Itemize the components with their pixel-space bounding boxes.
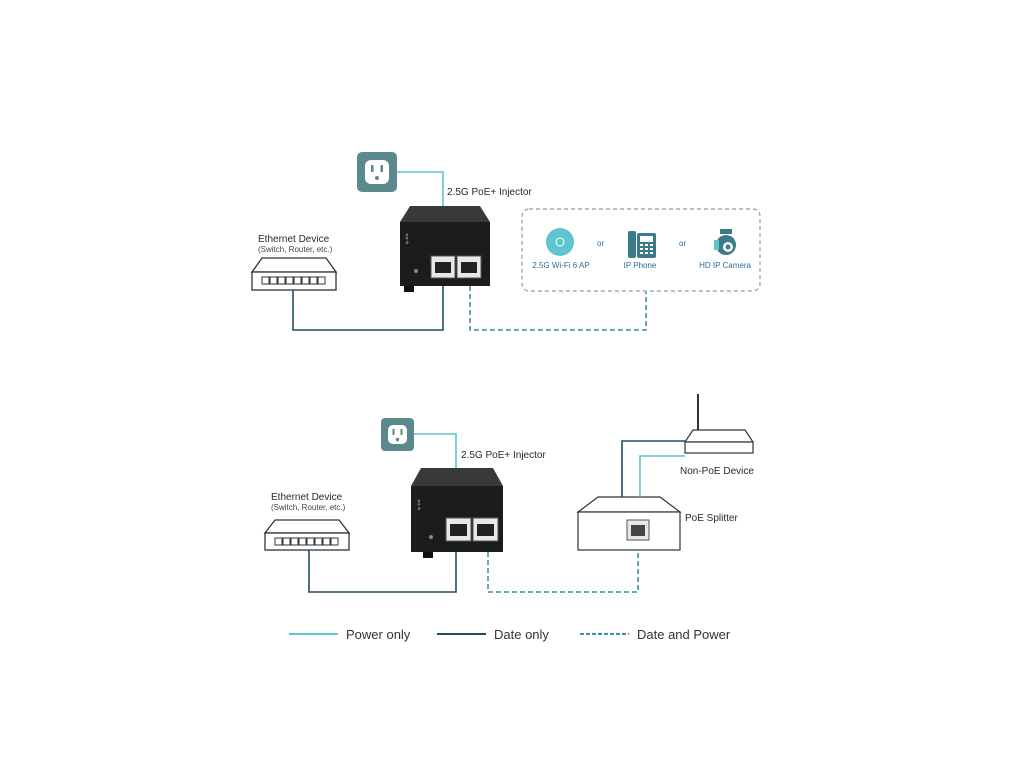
device-label-ap: 2.5G Wi-Fi 6 AP xyxy=(532,261,590,270)
ip-camera-icon xyxy=(714,229,736,255)
svg-text:tp-link: tp-link xyxy=(416,499,421,510)
ethernet-device-subtitle: (Switch, Router, etc.) xyxy=(258,245,333,254)
data-line xyxy=(292,286,444,331)
power-line xyxy=(414,433,457,472)
power-outlet-icon xyxy=(381,418,414,451)
injector-label: 2.5G PoE+ Injector xyxy=(461,450,546,461)
data-power-line xyxy=(487,550,639,593)
ethernet-switch xyxy=(263,519,351,551)
ethernet-device-title: Ethernet Device xyxy=(258,234,330,245)
ip-phone-icon xyxy=(628,231,656,258)
non-poe-device xyxy=(683,394,755,454)
poe-injector: tp-link xyxy=(411,468,503,558)
legend-power-label: Power only xyxy=(346,627,411,642)
device-label-phone: IP Phone xyxy=(623,261,657,270)
injector-label: 2.5G PoE+ Injector xyxy=(447,187,532,198)
data-power-line xyxy=(469,286,647,331)
poe-splitter xyxy=(576,496,682,551)
legend-data-power-label: Date and Power xyxy=(637,627,731,642)
power-outlet-icon xyxy=(357,152,397,192)
non-poe-device-label: Non-PoE Device xyxy=(680,466,754,477)
or-label: or xyxy=(597,239,605,248)
poe-devices-box xyxy=(521,208,761,292)
ethernet-switch xyxy=(250,257,338,291)
poe-splitter-label: PoE Splitter xyxy=(685,513,738,524)
access-point-icon xyxy=(546,228,574,256)
ethernet-device-subtitle: (Switch, Router, etc.) xyxy=(271,503,346,512)
poe-injector: tp-link xyxy=(400,206,490,292)
power-line xyxy=(397,171,444,210)
data-line xyxy=(308,550,457,593)
legend-data-label: Date only xyxy=(494,627,549,642)
device-label-camera: HD IP Camera xyxy=(699,261,751,270)
data-line xyxy=(621,440,685,497)
or-label: or xyxy=(679,239,687,248)
svg-text:tp-link: tp-link xyxy=(404,233,409,244)
power-line xyxy=(639,455,685,497)
ethernet-device-title: Ethernet Device xyxy=(271,492,343,503)
